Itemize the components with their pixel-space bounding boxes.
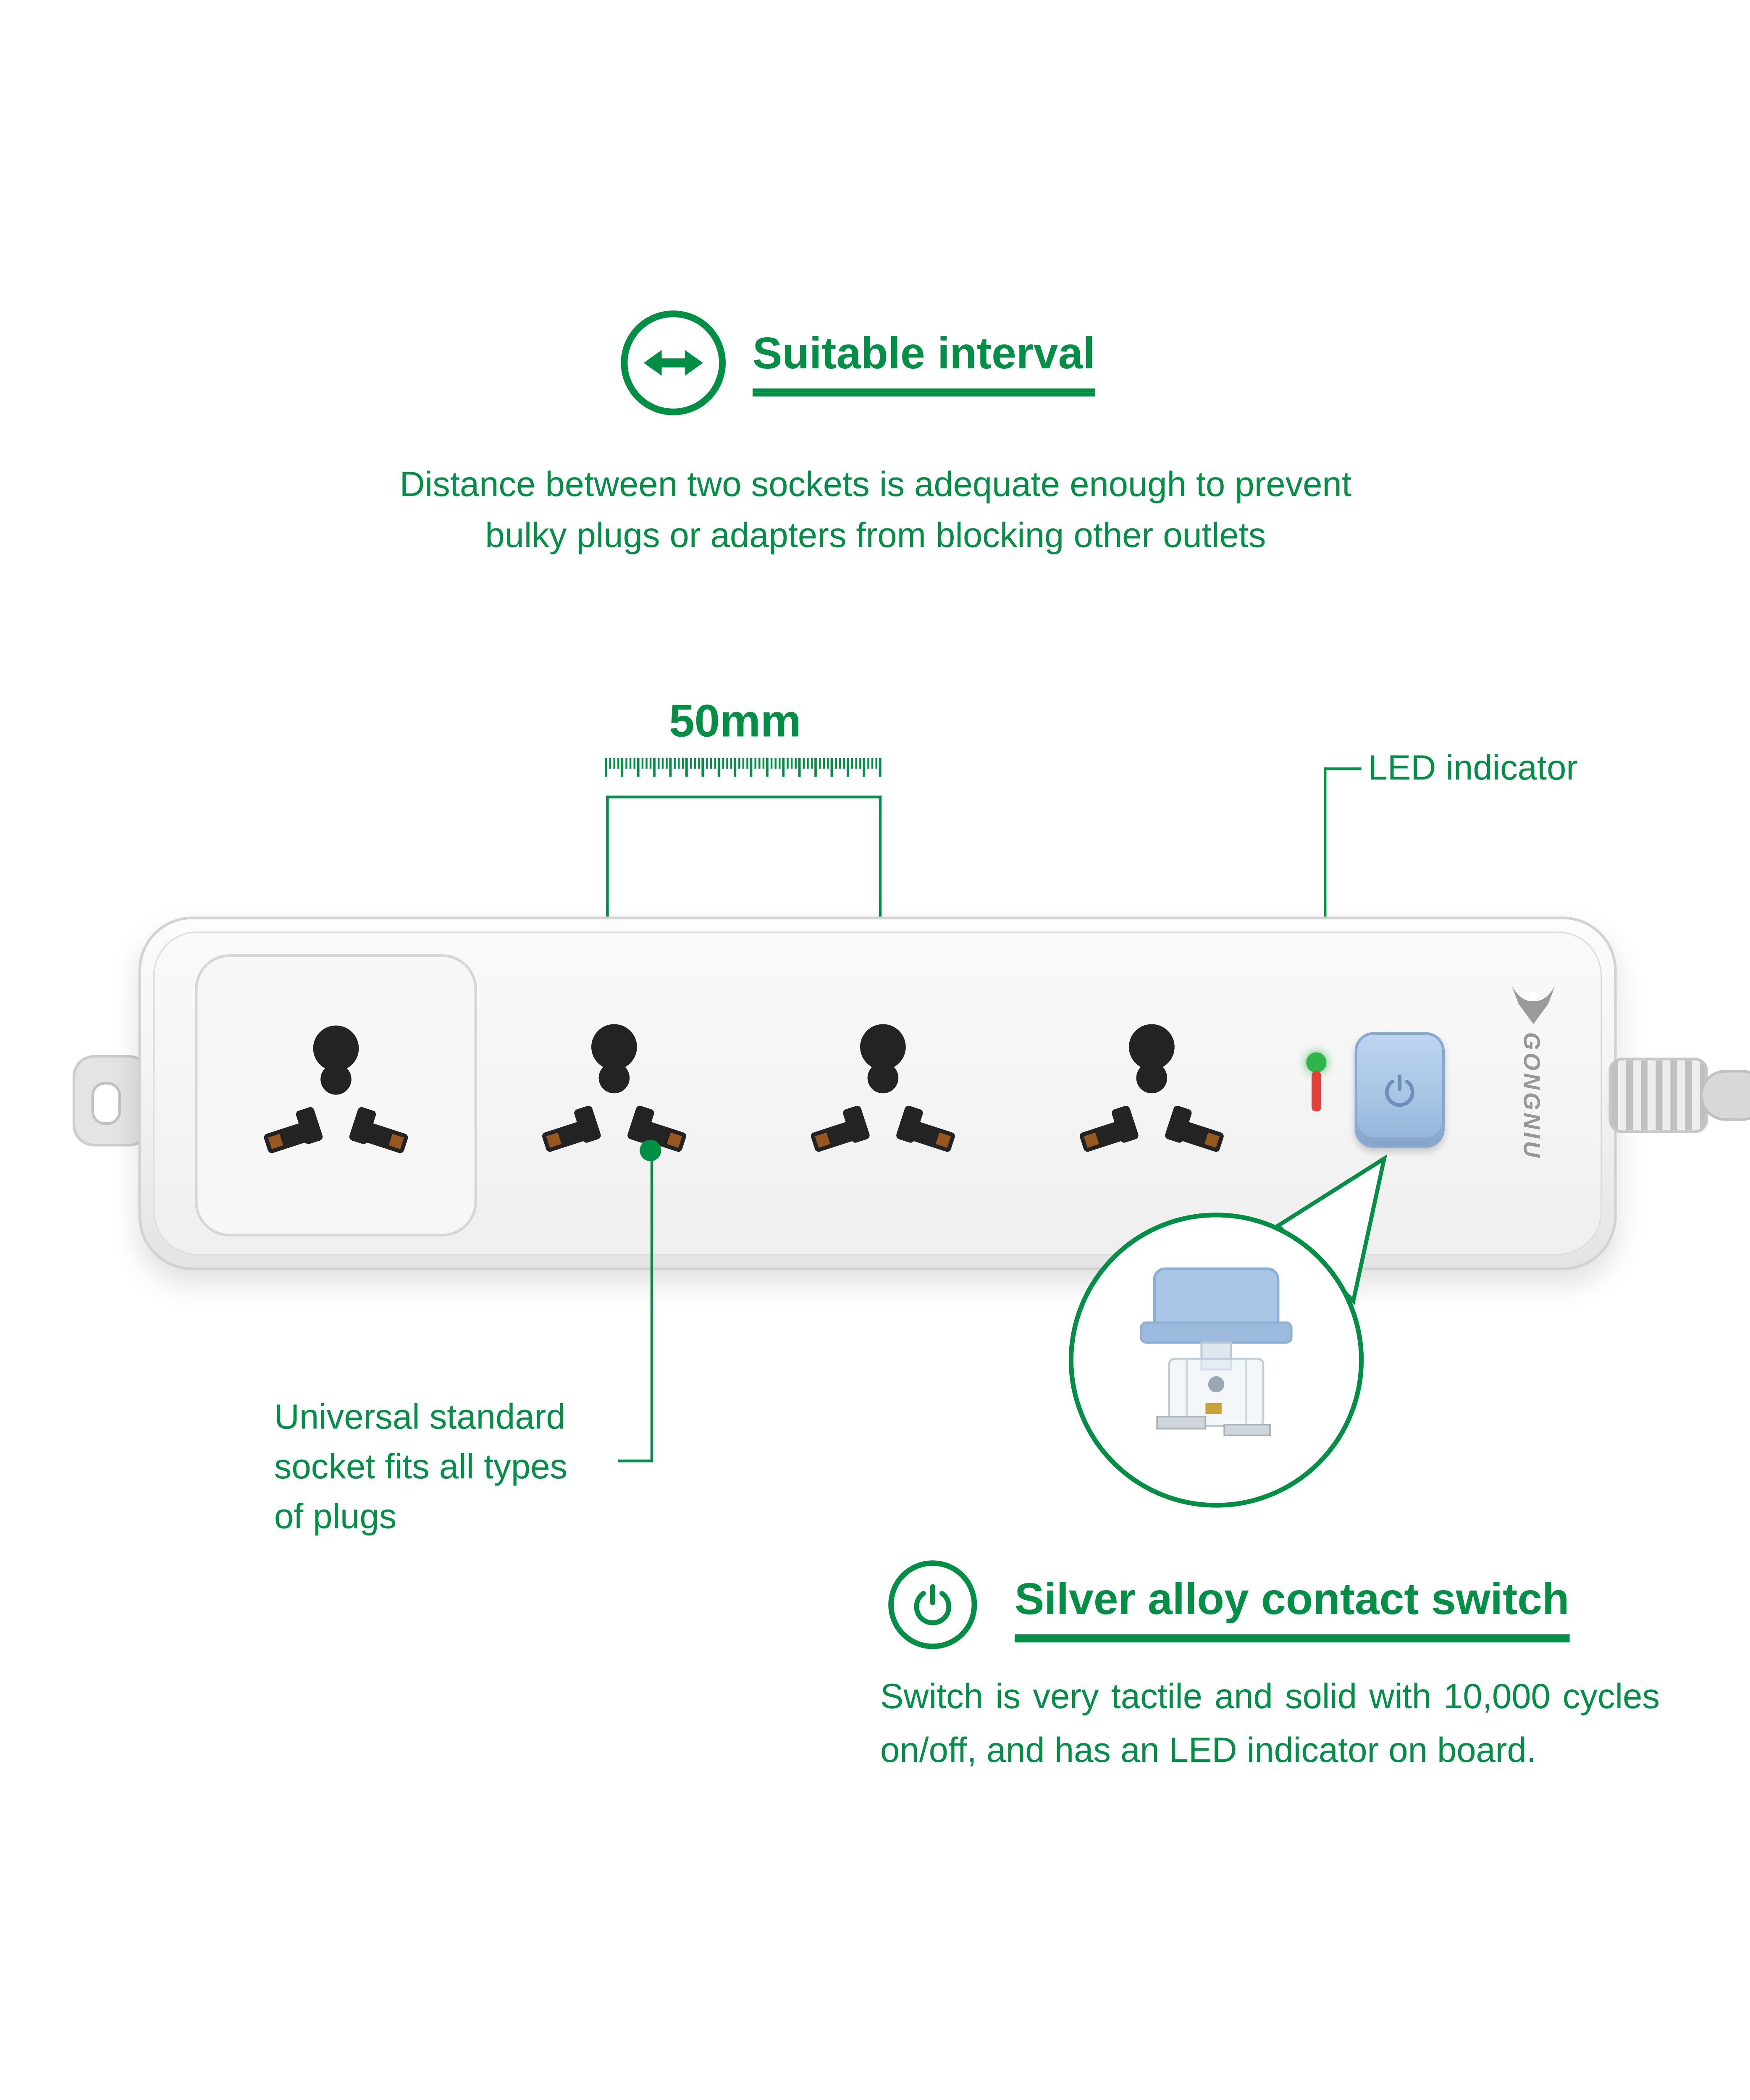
interval-description-line1: Distance between two sockets is adequate… (399, 464, 1351, 504)
led-callout-line-vertical (1324, 767, 1327, 1053)
led-indicator-label: LED indicator (1368, 747, 1578, 788)
switch-icon-circle (888, 1560, 977, 1649)
interval-icon-circle (621, 310, 726, 415)
switch-heading-text: Silver alloy contact switch (1015, 1574, 1569, 1624)
power-icon (910, 1582, 955, 1628)
measure-label-50mm: 50mm (669, 696, 801, 748)
universal-socket-2 (513, 993, 715, 1195)
cable-strain-relief (1608, 1058, 1708, 1133)
left-socket-plate (195, 954, 477, 1236)
double-arrow-icon (643, 350, 703, 376)
led-indicator (1306, 1052, 1327, 1073)
led-indicator-red-bar (1312, 1071, 1321, 1112)
interval-heading-text: Suitable interval (753, 328, 1095, 378)
dimension-line-left (606, 795, 609, 1027)
universal-callout-line-horizontal (618, 1460, 653, 1462)
power-cable (1700, 1070, 1750, 1121)
interval-description-line2: bulky plugs or adapters from blocking ot… (485, 514, 1266, 555)
led-callout-line-horizontal (1324, 767, 1362, 770)
universal-socket-text-line3: of plugs (274, 1496, 397, 1536)
universal-socket-3 (782, 993, 984, 1195)
power-icon (1382, 1072, 1418, 1108)
heading-double-underline (753, 388, 1095, 396)
switch-internals-illustration (1140, 1267, 1293, 1436)
ruler-scale (605, 758, 882, 780)
dimension-line-horizontal (606, 795, 882, 798)
switch-description: Switch is very tactile and solid with 10… (880, 1676, 1660, 1770)
dimension-line-right (879, 795, 882, 1027)
power-switch-button (1354, 1032, 1445, 1148)
universal-socket-text: Universal standard socket fits all types… (274, 1392, 637, 1541)
heading-double-underline (1015, 1634, 1569, 1643)
universal-callout-line-vertical (650, 1152, 653, 1462)
gongniu-logo-text: GONGNIU (1519, 1032, 1544, 1160)
universal-socket-text-line1: Universal standard (274, 1396, 566, 1437)
hanging-hole (91, 1082, 121, 1125)
switch-detail-magnifier (1068, 1154, 1388, 1508)
universal-socket-1 (235, 995, 437, 1196)
universal-socket-text-line2: socket fits all types (274, 1446, 568, 1487)
switch-section-heading: Silver alloy contact switch (1015, 1572, 1569, 1643)
interval-section-heading: Suitable interval (753, 327, 1095, 396)
gongniu-bull-icon (1512, 986, 1555, 1024)
interval-description: Distance between two sockets is adequate… (0, 458, 1750, 560)
